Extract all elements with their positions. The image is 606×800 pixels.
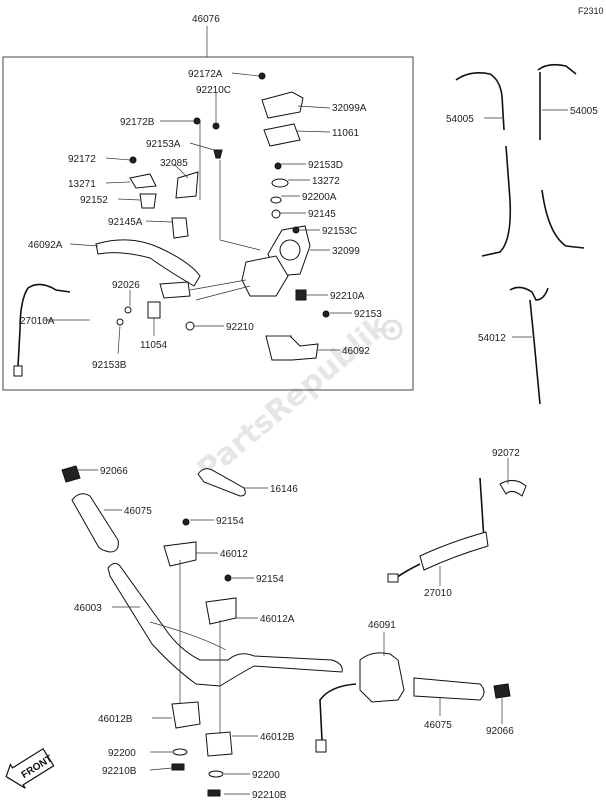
label-92200-left: 92200 [108,748,136,759]
label-46091: 46091 [368,620,396,631]
label-46075-right: 46075 [424,720,452,731]
label-92153D: 92153D [308,160,343,171]
label-92154-a: 92154 [216,516,244,527]
label-92153C: 92153C [322,226,357,237]
leader-lines-box [44,72,352,355]
label-92172A: 92172A [188,69,223,80]
label-54005-left: 54005 [446,114,474,125]
watermark-text: PartsRepublik [191,308,396,488]
label-92026: 92026 [112,280,140,291]
throttle-cables [455,63,585,405]
label-46012B-right: 46012B [260,732,295,743]
label-92172B: 92172B [120,117,155,128]
label-46012A: 46012A [260,614,295,625]
label-92154-b: 92154 [256,574,284,585]
label-92145: 92145 [308,209,336,220]
label-92200A: 92200A [302,192,337,203]
label-46075-left: 46075 [124,506,152,517]
label-27010: 27010 [424,588,452,599]
label-92210C: 92210C [196,85,231,96]
gear-icon [381,319,403,341]
label-46012: 46012 [220,549,248,560]
label-92153A: 92153A [146,139,181,150]
label-92153B: 92153B [92,360,127,371]
handlebar-parts [61,465,527,797]
label-27010A: 27010A [20,316,55,327]
label-11061: 11061 [332,128,360,139]
label-92145A: 92145A [108,217,143,228]
switch-housing-parts [185,72,330,361]
label-92200-right: 92200 [252,770,280,781]
label-46076: 46076 [192,14,220,25]
leader-lines-cables [484,109,568,338]
label-32099A: 32099A [332,103,367,114]
label-32085: 32085 [160,158,188,169]
label-46012B-left: 46012B [98,714,133,725]
assembly-group-box [2,56,414,391]
label-46092: 46092 [342,346,370,357]
watermark: PartsRepublik [191,308,396,488]
label-92066-top: 92066 [100,466,128,477]
lever-bracket-parts [13,117,251,377]
label-92153: 92153 [354,309,382,320]
label-92172: 92172 [68,154,96,165]
label-92210A: 92210A [330,291,365,302]
label-46092A: 46092A [28,240,63,251]
label-13271: 13271 [68,179,96,190]
label-92210: 92210 [226,322,254,333]
label-92210B-right: 92210B [252,790,287,800]
front-direction-badge: FRONT [5,747,55,789]
label-92066-bottom: 92066 [486,726,514,737]
label-11054: 11054 [140,340,168,351]
figure-code: F2310 [578,6,604,16]
label-54005-right: 54005 [570,106,598,117]
label-54012: 54012 [478,333,506,344]
label-46003: 46003 [74,603,102,614]
label-92210B-left: 92210B [102,766,137,777]
label-13272: 13272 [312,176,340,187]
label-92072: 92072 [492,448,520,459]
label-92152: 92152 [80,195,108,206]
label-16146: 16146 [270,484,298,495]
leader-lines-lower [78,458,509,795]
label-32099: 32099 [332,246,360,257]
